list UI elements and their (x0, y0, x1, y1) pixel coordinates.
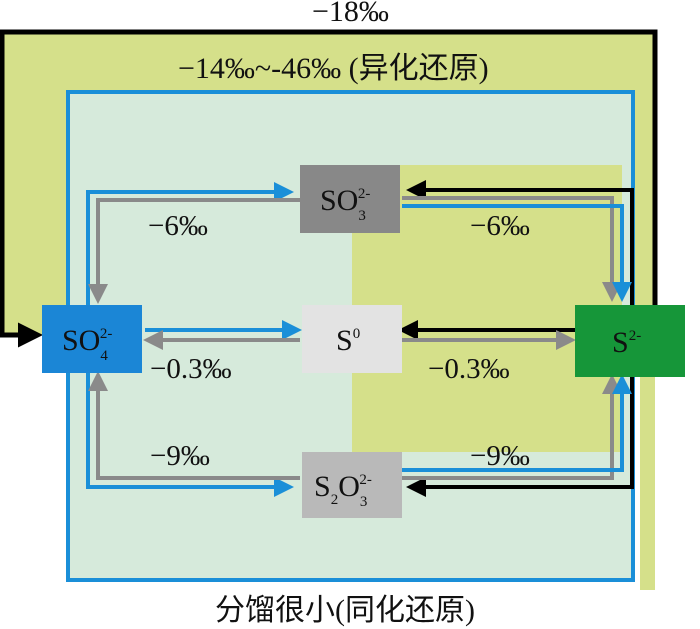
svg-text:SO32-: SO32- (320, 184, 370, 224)
label-top-right: −6‰ (470, 210, 530, 242)
s2-to-so3-black (406, 180, 634, 305)
node-so3: SO32- (300, 165, 400, 233)
so4-to-s2o3-blue (86, 370, 294, 497)
so4-to-so3-blue (86, 182, 294, 305)
label-mid-right: −0.3‰ (428, 353, 510, 385)
node-s2o3: S2O32- (302, 452, 402, 518)
label-bottom-right: −9‰ (470, 440, 530, 472)
svg-text:S2-: S2- (612, 326, 641, 359)
heterotrophic-reduction-label: −14‰~-46‰ (异化还原) (178, 52, 489, 85)
svg-text:S2O32-: S2O32- (314, 470, 372, 510)
assimilatory-reduction-label: 分馏很小(同化还原) (215, 594, 475, 627)
so3-to-s2-blue (402, 204, 632, 302)
s2o3-to-s2-gray (402, 374, 622, 480)
label-top-left: −6‰ (148, 210, 208, 242)
svg-text:S0: S0 (336, 324, 360, 357)
so3-to-s2-gray (402, 196, 622, 302)
svg-text:SO42-: SO42- (62, 324, 112, 364)
s2-to-s2o3-black (406, 375, 634, 497)
right-dissimilatory-zone (352, 240, 622, 452)
node-s0: S0 (302, 305, 402, 373)
label-bottom-left: −9‰ (150, 440, 210, 472)
node-s2: S2- (575, 305, 685, 377)
s2o3-to-s2-blue (402, 374, 632, 472)
s2o3-to-so4-gray (88, 371, 300, 480)
node-so4: SO42- (42, 305, 142, 373)
label-mid-left: −0.3‰ (150, 353, 232, 385)
top-fractionation-label: −18‰ (312, 0, 389, 28)
so3-to-so4-gray (88, 198, 300, 304)
